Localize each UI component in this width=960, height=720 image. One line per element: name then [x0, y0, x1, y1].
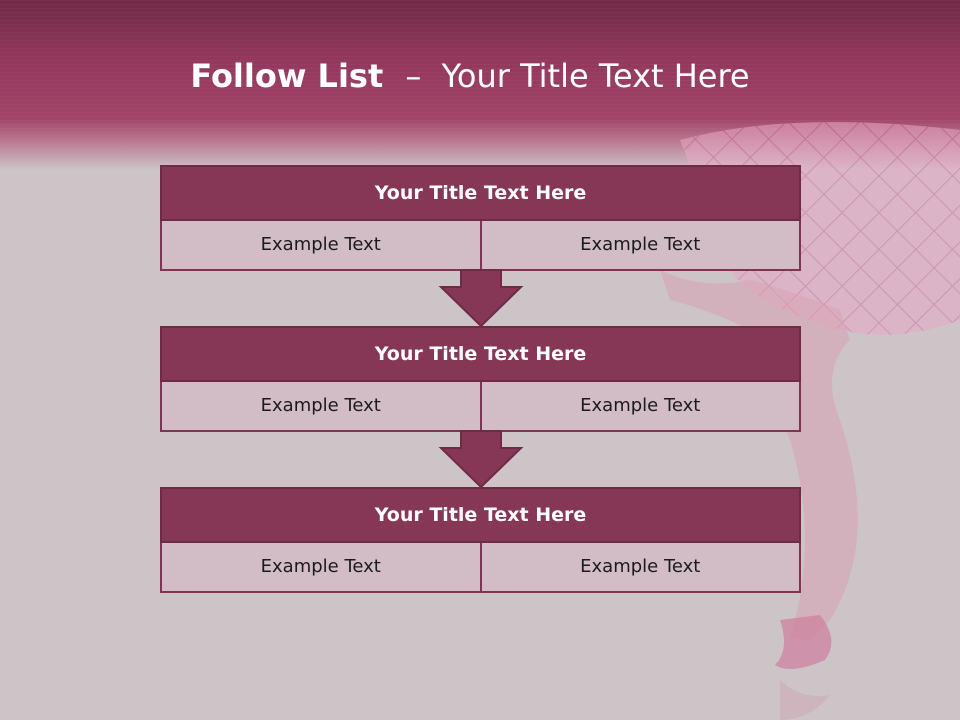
- block-row: Example Text Example Text: [160, 221, 801, 271]
- slide-title: Follow List – Your Title Text Here: [0, 55, 940, 97]
- block-row: Example Text Example Text: [160, 543, 801, 593]
- follow-block-1: Your Title Text Here Example Text Exampl…: [160, 165, 801, 271]
- slide-title-bold: Follow List: [190, 57, 384, 95]
- block-title: Your Title Text Here: [160, 326, 801, 382]
- down-arrow-icon: [438, 268, 524, 330]
- block-title: Your Title Text Here: [160, 487, 801, 543]
- slide-title-rest: Your Title Text Here: [441, 57, 750, 95]
- header-band: [0, 0, 960, 170]
- block-cell-right: Example Text: [481, 543, 801, 593]
- block-cell-left: Example Text: [160, 382, 482, 432]
- block-row: Example Text Example Text: [160, 382, 801, 432]
- block-cell-left: Example Text: [160, 221, 482, 271]
- down-arrow-icon: [438, 429, 524, 491]
- block-cell-right: Example Text: [481, 382, 801, 432]
- block-cell-left: Example Text: [160, 543, 482, 593]
- block-title: Your Title Text Here: [160, 165, 801, 221]
- follow-block-3: Your Title Text Here Example Text Exampl…: [160, 487, 801, 593]
- slide-title-dash: –: [405, 57, 422, 95]
- follow-block-2: Your Title Text Here Example Text Exampl…: [160, 326, 801, 432]
- block-cell-right: Example Text: [481, 221, 801, 271]
